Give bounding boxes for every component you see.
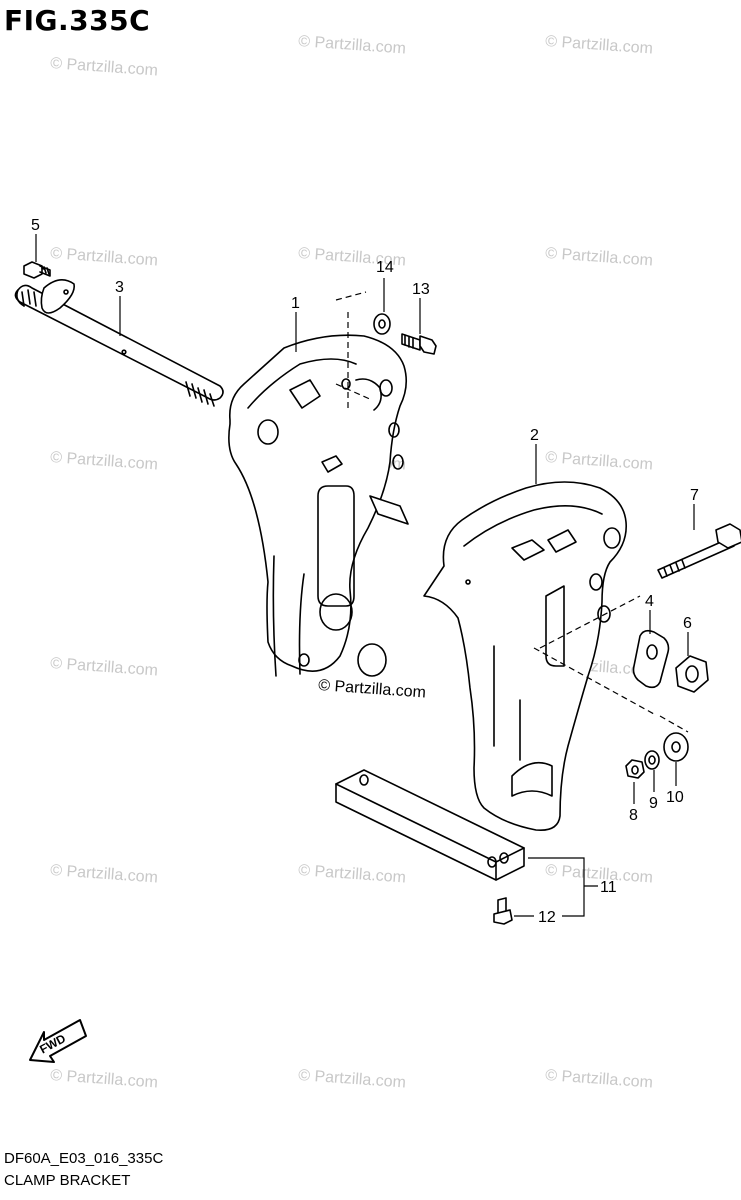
callout-3[interactable]: 3	[115, 279, 124, 296]
watermark: © Partzilla.com	[298, 33, 407, 57]
part-12-bolt[interactable]	[493, 897, 513, 925]
part-3-shaft[interactable]	[14, 279, 224, 407]
callout-12[interactable]: 12	[538, 909, 556, 926]
watermark: © Partzilla.com	[50, 655, 159, 679]
watermark: © Partzilla.com	[298, 862, 407, 886]
watermark: © Partzilla.com	[545, 245, 654, 269]
part-6-nut[interactable]	[675, 655, 709, 693]
figure-code: DF60A_E03_016_335C	[4, 1150, 164, 1167]
watermark: © Partzilla.com	[545, 449, 654, 473]
callout-11[interactable]: 11	[600, 879, 617, 896]
callout-7[interactable]: 7	[690, 487, 699, 504]
watermark: © Partzilla.com	[50, 862, 159, 886]
callout-4[interactable]: 4	[645, 593, 654, 610]
callout-9[interactable]: 9	[649, 795, 658, 812]
fwd-arrow-icon	[29, 1019, 87, 1063]
watermark: © Partzilla.com	[50, 449, 159, 473]
watermark: © Partzilla.com	[50, 245, 159, 269]
watermark-dark: © Partzilla.com	[318, 677, 427, 701]
callout-labels: 5 3 1 14 13 2 7 4 6 8 9 10 11 12	[31, 217, 699, 926]
watermark: © Partzilla.com	[545, 33, 654, 57]
callout-10[interactable]: 10	[666, 789, 684, 806]
part-7-bolt[interactable]	[657, 523, 741, 579]
callout-6[interactable]: 6	[683, 615, 692, 632]
part-9-washer[interactable]	[644, 750, 660, 770]
callout-14[interactable]: 14	[376, 259, 394, 276]
part-13-bolt[interactable]	[401, 333, 437, 355]
part-4-plate[interactable]	[632, 629, 670, 689]
part-14-washer[interactable]	[373, 313, 391, 335]
callout-2[interactable]: 2	[530, 427, 539, 444]
part-11-plate[interactable]	[335, 769, 525, 881]
callout-1[interactable]: 1	[291, 295, 300, 312]
watermark: © Partzilla.com	[298, 1067, 407, 1091]
figure-title: FIG.335C	[4, 4, 151, 37]
callout-13[interactable]: 13	[412, 281, 430, 298]
callout-5[interactable]: 5	[31, 217, 40, 234]
watermark: © Partzilla.com	[50, 1067, 159, 1091]
callout-8[interactable]: 8	[629, 807, 638, 824]
leader-lines	[35, 234, 695, 917]
part-10-washer[interactable]	[663, 732, 689, 762]
watermark: © Partzilla.com	[545, 1067, 654, 1091]
part-2-clamp-bracket[interactable]	[423, 481, 627, 832]
watermark: © Partzilla.com	[50, 55, 159, 79]
part-5-bolt[interactable]	[23, 261, 51, 279]
part-1-clamp-bracket[interactable]	[228, 334, 409, 677]
alignment-lines	[335, 291, 689, 733]
part-8-nut[interactable]	[625, 759, 645, 779]
figure-name: CLAMP BRACKET	[4, 1172, 131, 1189]
